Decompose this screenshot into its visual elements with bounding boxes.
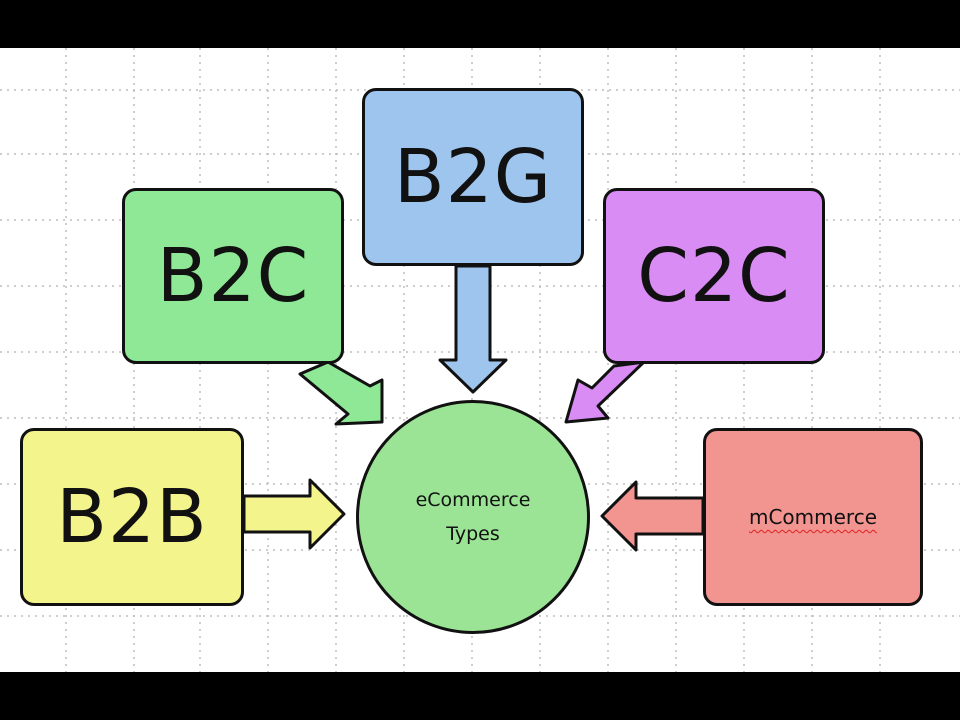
arrow-b2b-to-center: [242, 478, 346, 550]
arrow-c2c-to-center: [564, 360, 646, 424]
node-b2c-label: B2C: [156, 233, 310, 319]
node-c2c-label: C2C: [637, 233, 791, 319]
node-mcommerce-label: mCommerce: [748, 505, 878, 529]
center-label-line2: Types: [446, 523, 500, 545]
center-label-line1: eCommerce: [415, 489, 531, 511]
node-b2b: B2B: [20, 428, 244, 606]
node-b2c: B2C: [122, 188, 344, 364]
node-mcommerce: mCommerce: [703, 428, 923, 606]
diagram-canvas: B2G B2C C2C B2B mCommerce eCommerce Type…: [0, 48, 960, 672]
connector-arrows: [242, 264, 705, 552]
arrow-b2g-to-center: [438, 264, 508, 394]
node-b2b-label: B2B: [56, 474, 208, 560]
node-b2g: B2G: [362, 88, 584, 266]
node-b2g-label: B2G: [393, 134, 553, 220]
arrow-mcommerce-to-center: [600, 480, 705, 552]
node-c2c: C2C: [603, 188, 825, 364]
center-node: eCommerce Types: [356, 400, 590, 634]
arrow-b2c-to-center: [298, 360, 384, 426]
